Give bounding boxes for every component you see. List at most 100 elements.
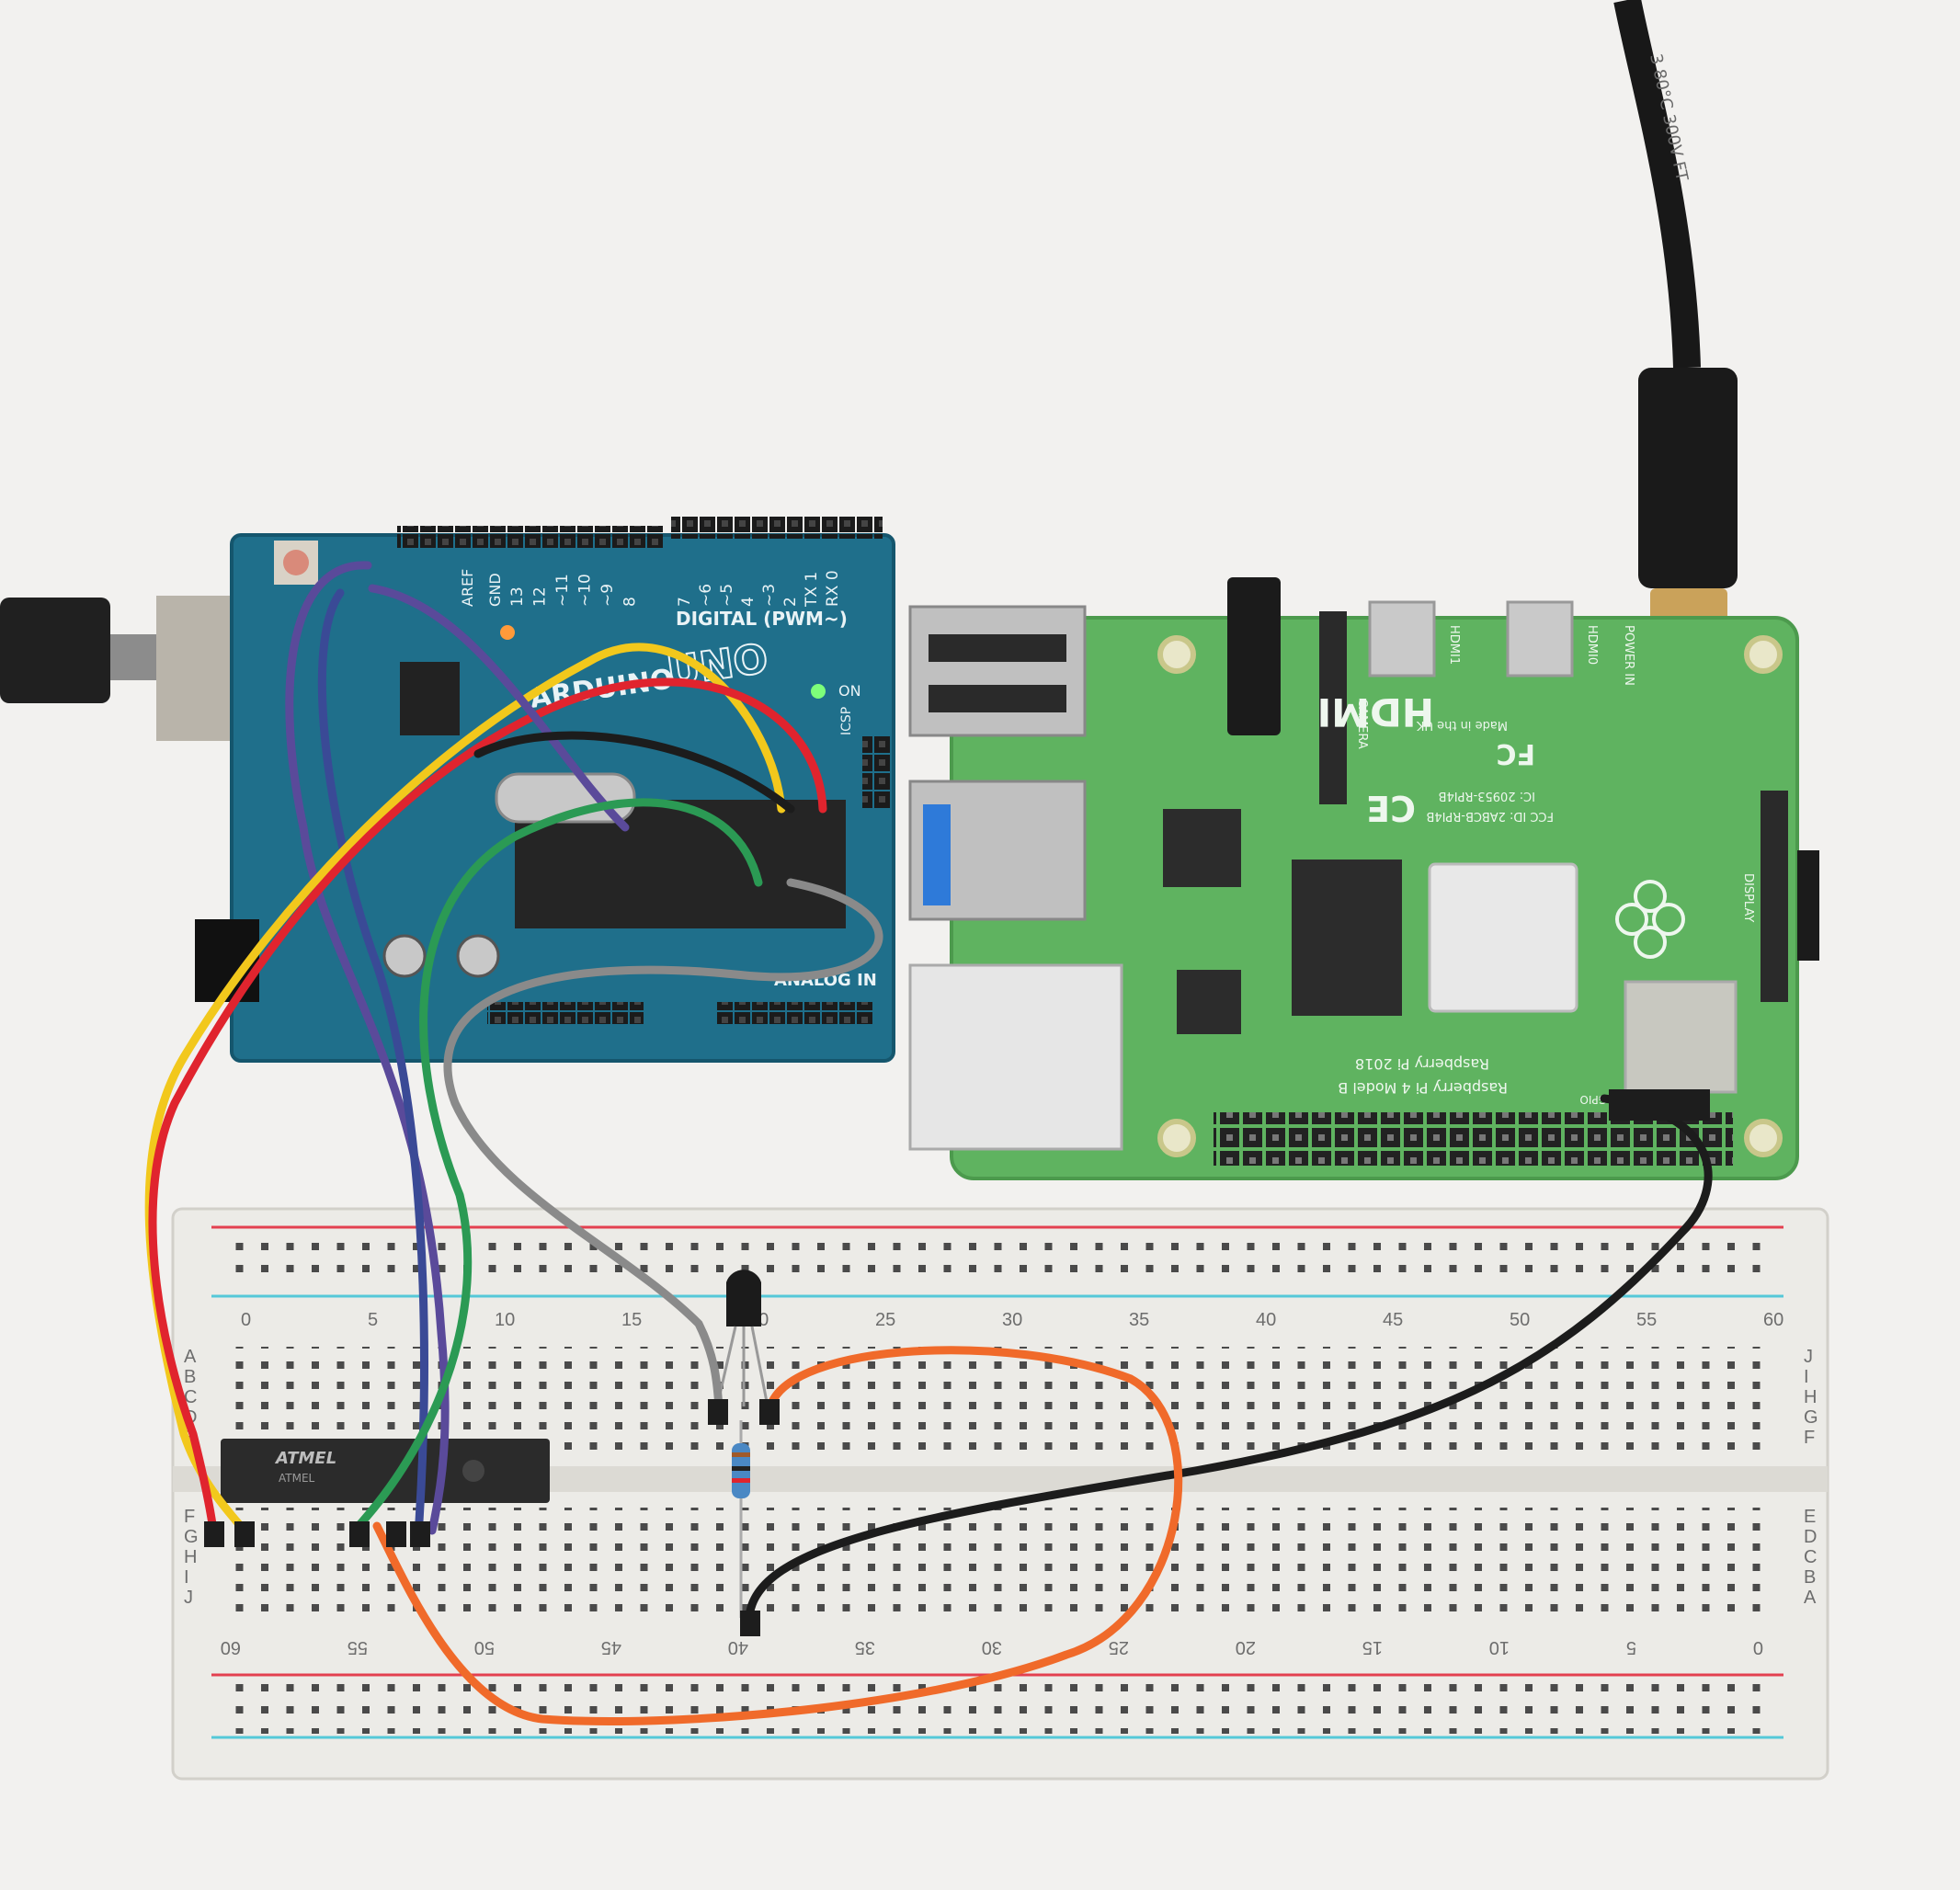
breadboard-bottom-number: 35 <box>855 1637 875 1657</box>
breadboard-top-number: 5 <box>368 1310 378 1330</box>
wire-orange <box>372 1346 1183 1725</box>
digital-pin-label: ~3 <box>760 584 779 607</box>
breadboard-top-number: 25 <box>875 1310 895 1330</box>
breadboard-row-letter: I <box>1804 1367 1809 1387</box>
digital-pin-label: 12 <box>531 586 550 607</box>
atmega-chip: ATMEL ATMEL <box>221 1439 550 1503</box>
wire-purple <box>285 561 450 1535</box>
resistor <box>732 1420 750 1618</box>
label-display: DISPLAY <box>1741 873 1755 922</box>
breadboard-row-letter: J <box>184 1588 193 1608</box>
ram-chip <box>1292 860 1402 1016</box>
breadboard-top-number: 35 <box>1129 1310 1149 1330</box>
breadboard-row-letter: B <box>1804 1567 1816 1588</box>
wire-green <box>354 798 763 1531</box>
breadboard-top-number: 15 <box>621 1310 642 1330</box>
ethernet-port <box>908 963 1123 1151</box>
breadboard-bottom-number: 50 <box>474 1637 495 1657</box>
mount-hole-tr <box>1744 635 1783 674</box>
aref-label: AREF <box>459 569 476 607</box>
camera-connector <box>1319 611 1347 804</box>
usb2-port <box>908 605 1087 737</box>
chip-brand-2: ATMEL <box>279 1472 315 1485</box>
breadboard-bottom-number: 45 <box>601 1637 621 1657</box>
breadboard-top-number: 0 <box>241 1310 251 1330</box>
fcc-mark: FC <box>1496 737 1535 769</box>
label-hdmi1: HDMI1 <box>1447 625 1461 665</box>
breadboard-row-letter: E <box>1804 1507 1816 1527</box>
breadboard-row-letter: H <box>1804 1387 1817 1407</box>
arduino-uno-board: ARDUINO UNO DIGITAL (PWM~) ON ICSP ANALO… <box>195 517 895 1063</box>
usb-c-power-cable: 3 80°C 300V FT <box>1613 0 1738 671</box>
wire-plugs <box>204 1399 780 1636</box>
jumper-wires <box>144 561 1713 1725</box>
label-fcc-id: FCC ID: 2ABCB-RPI4B <box>1426 809 1554 823</box>
label-gpio: GPIO <box>1579 1093 1607 1106</box>
gpio-wire-plug <box>1609 1089 1710 1121</box>
icsp-header <box>862 735 892 809</box>
breadboard-top-number: 30 <box>1002 1310 1022 1330</box>
breadboard-bottom-number: 55 <box>348 1637 368 1657</box>
digital-pin-label: ~9 <box>598 584 617 607</box>
breadboard-bottom-number: 5 <box>1626 1637 1636 1657</box>
on-label: ON <box>838 682 861 700</box>
header-digital-high <box>397 526 664 548</box>
usb-interface-chip <box>400 662 460 735</box>
digital-pin-label: ~6 <box>697 584 715 607</box>
mount-hole-tl <box>1157 635 1196 674</box>
breadboard-row-letter: I <box>184 1567 189 1588</box>
hdmi-logo: HDMI <box>1317 689 1434 734</box>
breadboard-bottom-number: 60 <box>221 1637 241 1657</box>
icsp-label: ICSP <box>839 707 854 735</box>
wire-black-pi <box>745 1094 1713 1622</box>
digital-pin-label: TX 1 <box>803 572 821 608</box>
breadboard-row-letter: J <box>1804 1347 1813 1367</box>
breadboard-row-letter: B <box>184 1367 196 1387</box>
label-hdmi0: HDMI0 <box>1585 625 1599 665</box>
breadboard-row-letter: G <box>1804 1407 1818 1428</box>
wire-yellow <box>144 643 786 1535</box>
raspberry-pi-4-board: HDMI HDMI1 HDMI0 POWER IN CAMERA DISPLAY… <box>908 577 1819 1180</box>
digital-pin-label: ~10 <box>576 574 595 607</box>
breadboard-top-number: 10 <box>495 1310 515 1330</box>
digital-pin-label: 13 <box>508 586 527 607</box>
breadboard-bottom-number: 10 <box>1489 1637 1510 1657</box>
soc-heatspreader <box>1428 862 1578 1013</box>
header-power <box>487 1002 644 1024</box>
digital-pin-label: 2 <box>781 597 800 607</box>
sd-card-slot <box>1797 850 1819 961</box>
digital-pin-label: ~5 <box>718 584 736 607</box>
digital-label: DIGITAL (PWM~) <box>676 608 848 630</box>
breadboard-row-letter: A <box>184 1347 197 1367</box>
breadboard-top-number: 50 <box>1510 1310 1530 1330</box>
wire-blue <box>317 588 428 1540</box>
micro-hdmi-1 <box>1368 600 1436 677</box>
breadboard-bottom-number: 15 <box>1362 1637 1383 1657</box>
gnd-label: GND <box>486 573 504 607</box>
breadboard-top-number: 45 <box>1383 1310 1403 1330</box>
breadboard-top-number: 60 <box>1763 1310 1783 1330</box>
chip-brand: ATMEL <box>274 1449 336 1468</box>
breadboard-row-letter: H <box>184 1547 197 1567</box>
breadboard-row-letter: D <box>1804 1527 1817 1547</box>
mount-hole-bl <box>1157 1119 1196 1157</box>
breadboard-row-letter: C <box>184 1387 197 1407</box>
display-connector <box>1761 791 1788 1002</box>
mount-hole-br <box>1744 1119 1783 1157</box>
breadboard-row-letter: F <box>184 1507 195 1527</box>
l-led <box>500 625 515 640</box>
digital-pin-label: 7 <box>676 597 694 607</box>
bottom-terminal-strip <box>230 1508 1774 1613</box>
header-digital-low <box>671 517 883 539</box>
label-camera: CAMERA <box>1355 699 1369 749</box>
micro-hdmi-0 <box>1506 600 1574 677</box>
breadboard-row-letter: C <box>1804 1547 1817 1567</box>
audio-jack <box>1227 577 1281 735</box>
breadboard-row-letter: G <box>184 1527 199 1547</box>
wire-gray <box>443 878 883 1411</box>
ethernet-chip <box>1177 970 1241 1034</box>
